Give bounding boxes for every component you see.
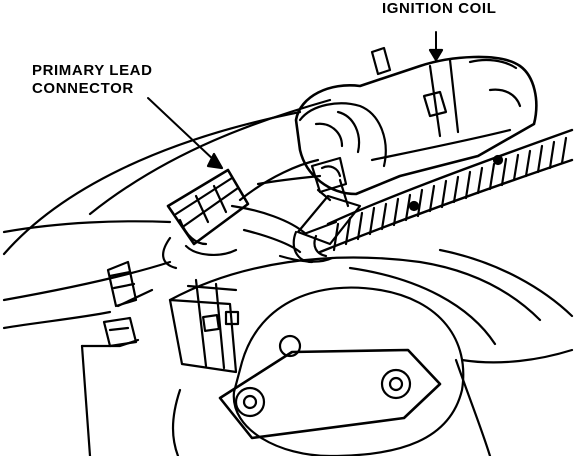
coil-terminal-clip xyxy=(296,156,362,246)
lead-wires xyxy=(230,174,334,263)
hold-down-bolt xyxy=(80,260,154,456)
mounting-bracket xyxy=(168,278,240,374)
primary-lead-connector-label: PRIMARY LEAD CONNECTOR xyxy=(32,62,153,98)
primary-lead-leader-arrow xyxy=(147,97,224,170)
ignition-coil-label: IGNITION COIL xyxy=(382,0,497,17)
wiring-harness-loom xyxy=(318,128,574,254)
background-panel-lines xyxy=(2,98,574,456)
shock-tower-plate xyxy=(218,286,465,456)
harness-clamp xyxy=(292,230,328,264)
primary-lead-label-line1: PRIMARY LEAD xyxy=(32,62,153,79)
primary-lead-connector xyxy=(162,158,320,270)
ignition-coil xyxy=(294,31,538,196)
primary-lead-label-line2: CONNECTOR xyxy=(32,80,134,97)
